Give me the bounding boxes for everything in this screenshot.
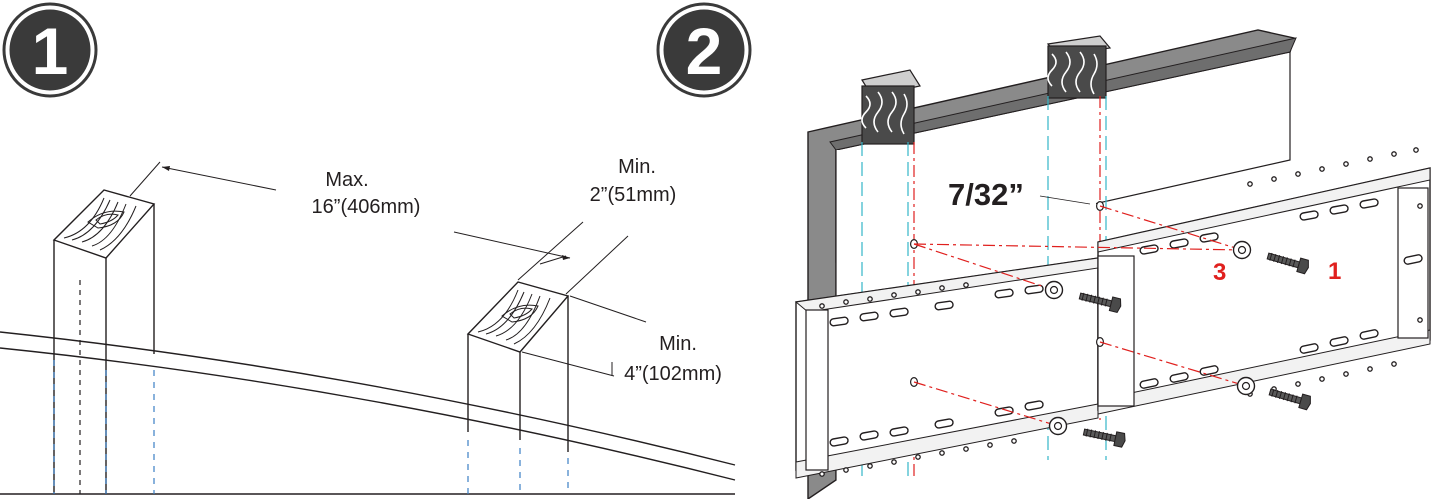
dimension-min-width: Min. 2”(51mm)	[517, 156, 677, 295]
max-spacing-label-line1: Max.	[325, 169, 368, 191]
drill-alignment-lines	[913, 195, 1247, 427]
wall-curve	[0, 331, 736, 495]
step-1-badge: 1	[2, 2, 98, 98]
step-2-number: 2	[686, 14, 723, 88]
mounting-plate-right	[1097, 147, 1431, 415]
step-2-panel: 2	[656, 2, 1431, 499]
dimension-min-depth: Min. 4”(102mm)	[521, 295, 722, 385]
washer-1	[1232, 240, 1252, 260]
pilot-holes	[909, 201, 1104, 388]
washers	[1044, 240, 1256, 436]
drill-size-label: 7/32”	[948, 177, 1024, 212]
step-1-panel: 1	[0, 2, 736, 495]
min-width-label-line2: 2”(51mm)	[590, 184, 677, 206]
washer-3	[1236, 376, 1256, 396]
order-label-right: 1	[1328, 258, 1341, 285]
stud-right	[466, 281, 570, 494]
stud-left	[52, 189, 156, 494]
step-1-number: 1	[32, 14, 69, 88]
order-label-left: 3	[1213, 259, 1226, 286]
step-2-badge: 2	[656, 2, 752, 98]
lag-bolt-2	[1078, 292, 1122, 314]
min-width-label-line1: Min.	[618, 156, 656, 178]
mounting-plate-left	[794, 257, 1099, 479]
min-depth-label-line2: 4”(102mm)	[624, 363, 722, 385]
max-spacing-label-line2: 16”(406mm)	[312, 196, 421, 218]
lag-bolts	[1078, 252, 1311, 448]
wall-stud-left	[861, 69, 921, 145]
wall-stud-right	[1046, 35, 1112, 99]
lag-bolt-3	[1268, 388, 1311, 411]
washer-2	[1044, 280, 1064, 300]
washer-4	[1048, 416, 1068, 436]
lag-bolt-1	[1266, 252, 1309, 275]
lag-bolt-4	[1082, 428, 1126, 448]
dimension-max-spacing: Max. 16”(406mm)	[129, 161, 571, 260]
min-depth-label-line1: Min.	[659, 333, 697, 355]
